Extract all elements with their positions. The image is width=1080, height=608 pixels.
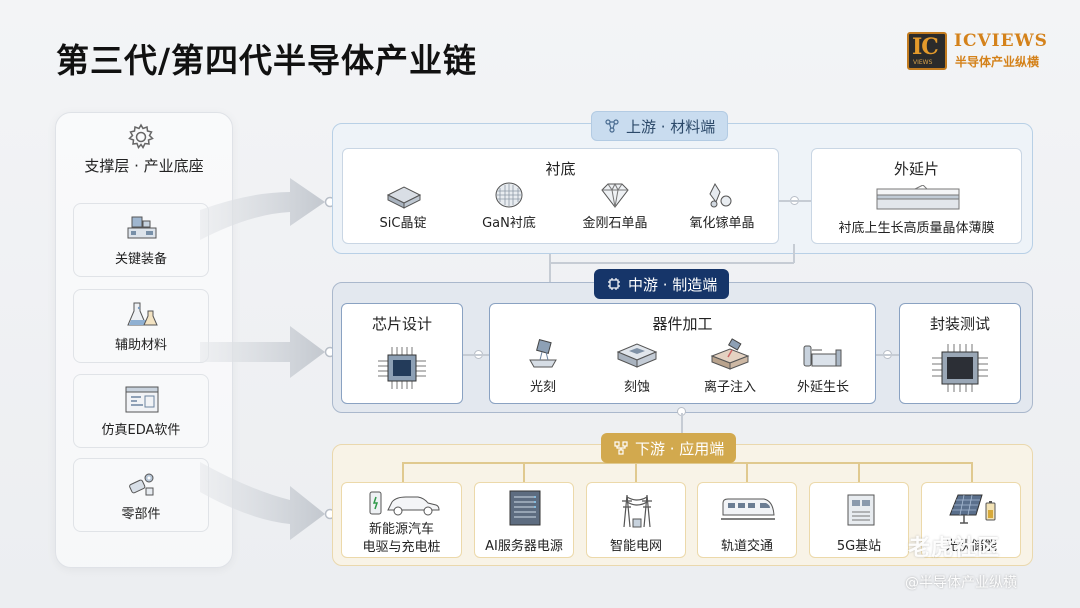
midstream-badge: 中游 · 制造端 [594, 269, 730, 299]
tier-connector [549, 254, 551, 282]
downstream-badge: 下游 · 应用端 [601, 433, 737, 463]
logo-name: ICVIEWS [954, 31, 1048, 51]
etching-icon [616, 343, 658, 368]
application-label-line2: 电驱与充电桩 [362, 540, 441, 555]
processing-item-label: 刻蚀 [623, 380, 650, 395]
downstream-branch [635, 462, 637, 482]
application-label: 轨道交通 [720, 539, 773, 554]
power-grid-icon [622, 494, 652, 528]
processing-item-label: 光刻 [529, 380, 556, 395]
gear-icon [128, 123, 154, 149]
application-card-5g-base-station: 5G基站 [809, 482, 909, 558]
train-icon [721, 498, 775, 520]
upstream-badge-label: 上游 · 材料端 [626, 117, 716, 136]
substrate-item-label: GaN衬底 [482, 216, 536, 231]
tier-connector [549, 262, 794, 264]
application-card-ai-server: AI服务器电源 [474, 482, 574, 558]
downstream-badge-label: 下游 · 应用端 [635, 439, 725, 458]
application-card-pv-storage: 光伏储能 [921, 482, 1021, 558]
icviews-logo: IC VIEWS [907, 32, 947, 70]
downstream-branch [971, 462, 973, 482]
substrate-item-label: 氧化镓单晶 [689, 216, 755, 231]
epitaxy-growth-icon [803, 345, 842, 367]
page-title: 第三代/第四代半导体产业链 [56, 41, 478, 80]
logo-tagline: 半导体产业纵横 [955, 55, 1040, 69]
author-watermark: @半导体产业纵横 [905, 575, 1017, 591]
solar-panel-icon [949, 494, 996, 524]
support-item-equipment: 关键装备 [73, 203, 209, 277]
application-label: 光伏储能 [944, 539, 997, 554]
support-item-eda-software: 仿真EDA软件 [73, 374, 209, 448]
support-layer-title: 支撑层 · 产业底座 [84, 157, 204, 175]
application-card-rail-transit: 轨道交通 [697, 482, 797, 558]
substrate-epitaxy-connector [779, 200, 812, 202]
molecule-icon [605, 119, 619, 133]
chip-design-title: 芯片设计 [371, 315, 432, 333]
packaging-test-card: 封装测试 [899, 303, 1021, 404]
diamond-icon [601, 182, 629, 208]
server-icon [509, 490, 541, 526]
epitaxy-layer-icon [876, 185, 960, 210]
processing-item-label: 离子注入 [703, 380, 756, 395]
packaging-test-title: 封装测试 [929, 315, 990, 333]
tier-connector [681, 413, 683, 433]
support-item-auxiliary-materials: 辅助材料 [73, 289, 209, 363]
logo-mark-sub: VIEWS [913, 59, 933, 66]
epitaxy-card: 外延片 衬底上生长高质量晶体薄膜 [811, 148, 1022, 244]
support-item-label: 零部件 [121, 507, 161, 522]
upstream-badge: 上游 · 材料端 [591, 111, 729, 141]
midstream-badge-label: 中游 · 制造端 [628, 275, 718, 294]
processing-item-label: 外延生长 [796, 380, 849, 395]
downstream-branch [746, 462, 748, 482]
tier-connector [793, 244, 795, 263]
support-item-components: 零部件 [73, 458, 209, 532]
substrate-card: 衬底 SiC晶锭 GaN衬底 金刚石单晶 氧化镓单晶 [342, 148, 779, 244]
device-processing-card: 器件加工 光刻 刻蚀 离子注入 外延生长 [489, 303, 876, 404]
substrate-item-label: 金刚石单晶 [582, 216, 648, 231]
flask-icon [127, 302, 158, 326]
application-card-smart-grid: 智能电网 [586, 482, 686, 558]
support-item-label: 仿真EDA软件 [101, 423, 181, 438]
ion-implant-icon [710, 338, 750, 370]
software-window-icon [125, 386, 159, 413]
crystal-icon [709, 182, 732, 208]
application-label: 智能电网 [609, 539, 662, 554]
packaged-chip-icon [932, 344, 988, 392]
equipment-icon [127, 216, 157, 239]
chip-design-card: 芯片设计 [341, 303, 463, 404]
device-processing-title: 器件加工 [652, 315, 713, 333]
application-label: 5G基站 [836, 539, 882, 554]
downstream-branch [858, 462, 860, 482]
downstream-branch [402, 462, 404, 482]
ev-charging-icon [369, 491, 440, 516]
application-card-ev: 新能源汽车 电驱与充电桩 [341, 482, 462, 558]
application-label: 新能源汽车 [368, 522, 434, 537]
epitaxy-title: 外延片 [893, 160, 939, 178]
logo-mark: IC [912, 34, 939, 60]
ingot-icon [386, 186, 422, 209]
epitaxy-description: 衬底上生长高质量晶体薄膜 [838, 221, 995, 236]
substrate-title: 衬底 [545, 160, 576, 178]
network-icon [614, 441, 628, 455]
community-watermark: 老虎社区 [908, 536, 1001, 561]
chip-icon [608, 278, 620, 290]
application-label: AI服务器电源 [485, 539, 563, 554]
support-item-label: 辅助材料 [114, 338, 167, 353]
processing-packaging-connector [876, 354, 900, 356]
lithography-icon [529, 339, 557, 368]
parts-icon [129, 473, 154, 496]
base-station-icon [847, 494, 875, 526]
design-processing-connector [463, 354, 490, 356]
chip-design-icon [378, 347, 426, 389]
wafer-icon [495, 182, 523, 208]
substrate-item-label: SiC晶锭 [379, 216, 427, 231]
downstream-branch [523, 462, 525, 482]
support-item-label: 关键装备 [114, 252, 167, 267]
